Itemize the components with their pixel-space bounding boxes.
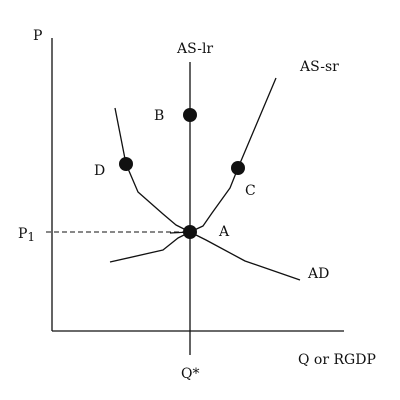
- point-a-dot: [183, 225, 197, 239]
- point-b-dot: [183, 108, 197, 122]
- ad-label: AD: [307, 266, 329, 282]
- x-axis-label: Q or RGDP: [298, 352, 376, 368]
- point-c-label: C: [245, 183, 256, 199]
- ad-curve-upper: [114, 107, 191, 233]
- as-sr-label: AS-sr: [299, 59, 339, 75]
- p1-sub: 1: [27, 230, 35, 244]
- ad-curve-lower: [109, 231, 301, 281]
- point-c-dot: [231, 161, 245, 175]
- point-b-label: B: [154, 108, 164, 124]
- point-a-label: A: [218, 224, 230, 240]
- as-lr-label: AS-lr: [176, 41, 213, 57]
- p1-main: P: [18, 226, 27, 242]
- q-star-label: Q*: [181, 366, 199, 382]
- y-axis-label: P: [33, 28, 42, 44]
- point-d-dot: [119, 157, 133, 171]
- as-sr-curve: [169, 77, 277, 234]
- p1-label: P1: [18, 226, 35, 244]
- point-d-label: D: [94, 163, 105, 179]
